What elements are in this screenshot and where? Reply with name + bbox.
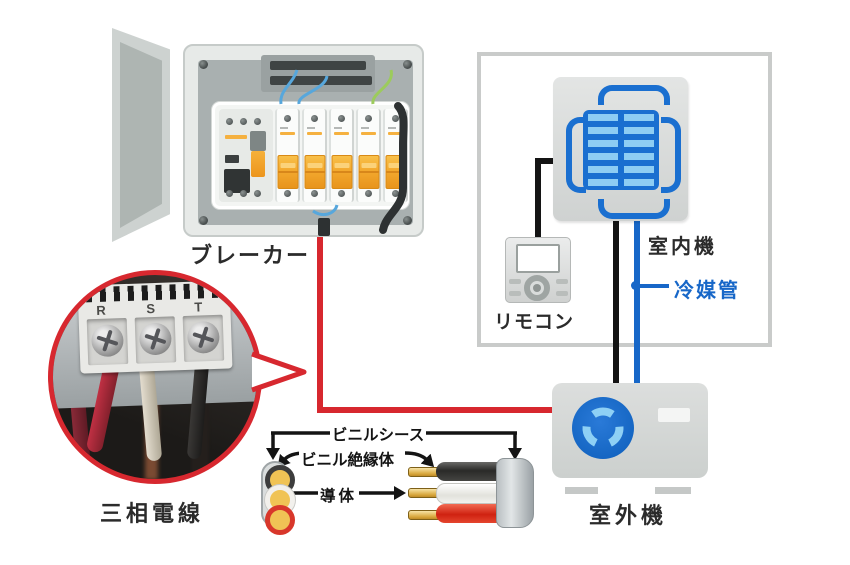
louver-arc-icon <box>661 117 681 193</box>
breaker-module <box>302 109 327 202</box>
power-line-horizontal <box>317 407 557 413</box>
remote-button <box>509 279 521 284</box>
remote-control <box>505 237 571 303</box>
breaker-module <box>329 109 354 202</box>
refrigerant-pipe-label: 冷媒管 <box>674 280 740 302</box>
louver-arc-icon <box>598 85 670 105</box>
breaker-wires <box>279 69 408 234</box>
terminal-recess <box>182 314 225 363</box>
main-breaker <box>219 109 273 202</box>
outdoor-foot <box>655 487 691 494</box>
outdoor-unit <box>552 383 708 478</box>
indoor-unit-label: 室内機 <box>648 236 717 258</box>
remote-dial-center <box>533 284 541 292</box>
screw-icon <box>226 118 233 125</box>
callout-tail <box>251 351 307 393</box>
flat-cable-cross-section <box>261 461 295 535</box>
test-button-block <box>224 169 250 193</box>
cable-gland <box>318 218 330 236</box>
grille-bars <box>588 114 618 186</box>
screw-icon <box>254 118 261 125</box>
terminal-screw-icon <box>138 322 172 356</box>
screw-icon <box>254 190 261 197</box>
vent-slot <box>270 76 372 85</box>
breaker-switch <box>331 155 352 189</box>
breaker-module <box>275 109 300 202</box>
terminal-recess <box>86 317 129 366</box>
insulated-wire-black <box>436 462 506 481</box>
screw-icon <box>199 60 208 69</box>
main-breaker-toggle <box>251 151 265 177</box>
branch-breakers <box>275 109 408 202</box>
breaker-label: ブレーカー <box>190 243 311 268</box>
three-phase-wire-label: 三相電線 <box>100 501 205 526</box>
breaker-switch <box>304 155 325 189</box>
insulated-wire-red <box>436 504 506 523</box>
cable-core-red <box>265 505 295 535</box>
indoor-unit-grille <box>583 110 659 190</box>
power-line-vertical <box>317 230 323 413</box>
room-outline <box>477 52 772 347</box>
remote-dial <box>524 275 550 301</box>
terminal-block: R S T <box>77 280 233 374</box>
louver-arc-icon <box>598 199 670 219</box>
screw-icon <box>403 60 412 69</box>
cable-side-view <box>408 458 534 528</box>
label-strip <box>225 135 247 139</box>
remote-wire-horizontal <box>535 158 555 164</box>
pipe-callout-dot <box>631 281 640 290</box>
screw-icon <box>199 216 208 225</box>
terminal-screw-icon <box>90 324 124 358</box>
vinyl-sheath-label: ビニルシース <box>330 423 427 445</box>
breaker-switch <box>277 155 298 189</box>
terminal-letter-s: S <box>146 300 156 317</box>
remote-label: リモコン <box>494 312 575 333</box>
pipe-callout-line <box>639 284 669 288</box>
indoor-unit <box>553 77 688 221</box>
breaker-switch <box>358 155 379 189</box>
terminal-recess <box>134 316 177 364</box>
breaker-panel <box>212 102 409 209</box>
breaker-box <box>183 44 424 237</box>
vent-slot <box>270 61 366 70</box>
terminal-photo: R S T <box>48 270 262 484</box>
main-breaker-toggle-top <box>250 131 266 151</box>
screw-icon <box>240 118 247 125</box>
outdoor-foot <box>565 487 598 494</box>
grille-bars <box>624 114 654 186</box>
terminal-letter-t: T <box>194 299 203 315</box>
breaker-door-panel <box>120 42 162 228</box>
remote-screen <box>516 244 560 273</box>
vinyl-insulation-label: ビニル絶縁体 <box>299 448 397 470</box>
remote-button <box>556 279 568 284</box>
remote-wire-vertical <box>535 158 541 240</box>
signal-line-black <box>613 221 619 383</box>
screw-icon <box>226 190 233 197</box>
refrigerant-pipe-line <box>634 221 640 383</box>
louver-arc-icon <box>566 117 586 193</box>
outdoor-vent <box>658 408 690 422</box>
indicator-window <box>225 155 239 163</box>
remote-button <box>556 291 568 296</box>
outdoor-unit-label: 室外機 <box>589 503 668 528</box>
remote-button <box>509 291 521 296</box>
conductor-label: 導体 <box>318 484 360 506</box>
cable-sheath-end <box>496 458 534 528</box>
fan-icon <box>572 397 634 459</box>
screw-icon <box>240 190 247 197</box>
screw-icon <box>403 216 412 225</box>
breaker-module <box>356 109 381 202</box>
terminal-letter-r: R <box>96 302 107 319</box>
terminal-screw-icon <box>186 320 220 354</box>
